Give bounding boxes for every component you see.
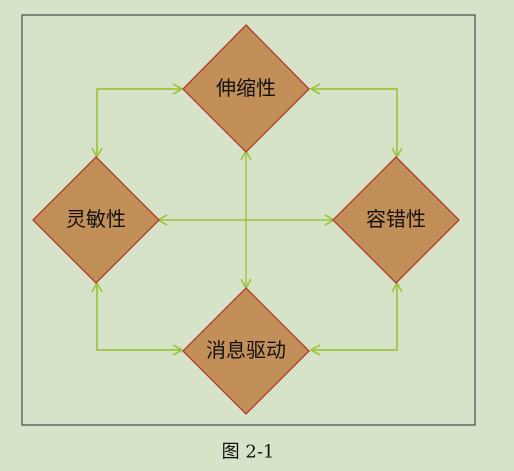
node-scalability-label: 伸缩性 — [216, 76, 276, 100]
arrow-resilience-to-scalability — [309, 83, 398, 157]
node-resilience — [332, 156, 460, 284]
arrow-responsiveness-to-scalability — [96, 83, 184, 157]
node-message-driven-label: 消息驱动 — [206, 338, 286, 362]
node-scalability — [182, 24, 310, 153]
arrow-scalability-to-resilience — [311, 88, 403, 159]
arrow-responsiveness-to-message-driven — [96, 283, 184, 356]
diagram-frame — [21, 14, 476, 426]
arrow-resilience-to-message-driven — [309, 283, 398, 356]
arrow-scalability-to-responsiveness — [91, 88, 182, 159]
arrow-message-driven-to-resilience — [311, 281, 403, 351]
node-responsiveness-label: 灵敏性 — [66, 207, 126, 231]
arrow-message-driven-to-responsiveness — [91, 281, 182, 351]
figure-caption: 图 2-1 — [222, 442, 275, 463]
connectors — [91, 83, 403, 356]
node-responsiveness — [32, 156, 160, 284]
node-message-driven — [182, 287, 310, 415]
node-resilience-label: 容错性 — [366, 207, 426, 231]
